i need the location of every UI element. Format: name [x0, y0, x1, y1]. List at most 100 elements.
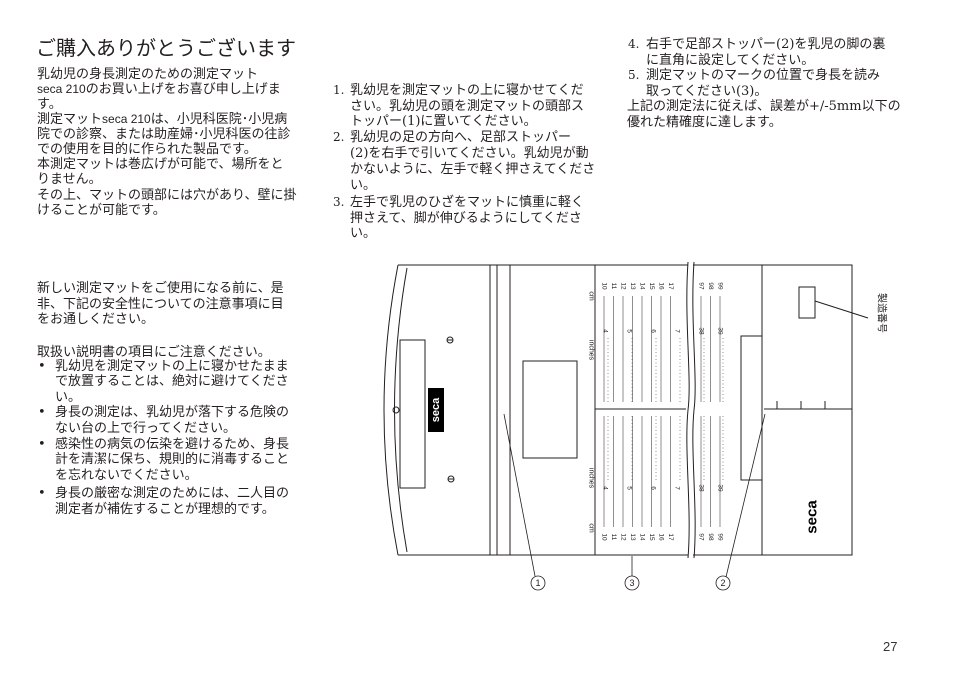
- cm-tick-label: 16: [658, 533, 665, 541]
- step-line: トッパー(1)に置いてください。: [350, 114, 537, 129]
- cm-tick-label: 15: [648, 533, 655, 541]
- intro-line: 院での診察、または助産婦･小児科医の往診: [37, 127, 291, 142]
- step-line: 押さえて、脚が伸びるようにしてくださ: [350, 211, 582, 226]
- cm-tick-label: 15: [648, 282, 655, 290]
- safety-bullet-line: 身長の測定は、乳幼児が落下する危険の: [55, 405, 290, 420]
- cm-tick-label: 17: [667, 282, 674, 290]
- mat-break-line: [692, 261, 696, 559]
- step-line: 測定マットのマークの位置で身長を読み: [646, 68, 881, 83]
- intro-text: 測定マット: [37, 112, 103, 127]
- intro-text: での使用を目的に作られた製品です。: [37, 142, 257, 157]
- foot-stopper: [740, 265, 869, 555]
- safety-bullet-line: い。: [55, 390, 82, 405]
- step-line: 取ってください(3)。: [646, 84, 768, 99]
- callout-number: 1: [535, 578, 540, 588]
- safety-bullet-line: 乳幼児を測定マットの上に寝かせたまま: [55, 359, 289, 374]
- inch-tick-label: 5: [626, 329, 633, 333]
- inch-tick-label: 6: [650, 486, 657, 490]
- cm-tick-label: 99: [717, 282, 724, 290]
- callout-circle: [530, 575, 546, 591]
- inch-tick-label: 7: [674, 486, 681, 490]
- safety-bullet-line: 計を清潔に保ち、規則的に消毒すること: [55, 452, 290, 467]
- intro-line: す。: [37, 97, 62, 112]
- cm-tick-label: 12: [620, 282, 627, 290]
- mat-window: [522, 360, 578, 459]
- inch-tick-label: 38: [698, 327, 705, 335]
- step-line: (2)を右手で引いてください。乳幼児が動: [350, 146, 589, 161]
- inch-tick-label: 39: [717, 484, 724, 492]
- head-stopper: [383, 264, 498, 556]
- intro-text: 本測定マットは巻広げが可能で、場所をと: [37, 157, 284, 172]
- step-line: い。: [350, 226, 377, 241]
- callout-leader-head-stopper: [503, 413, 536, 577]
- intro-line: けることが可能です。: [37, 203, 166, 218]
- cm-tick-label: 98: [707, 282, 714, 290]
- foot-stopper-handle: [740, 335, 763, 481]
- cm-tick-label: 11: [610, 283, 617, 290]
- safety-bullet-line: で放置することは、絶対に避けてくださ: [55, 374, 289, 389]
- intro-line: その上、マットの頭部には穴があり、壁に掛: [37, 188, 296, 203]
- intro-text: りません。: [37, 172, 102, 187]
- cm-tick-label: 16: [658, 282, 665, 290]
- inch-tick-label: 39: [717, 327, 724, 335]
- cm-tick-label: 10: [601, 282, 608, 290]
- inches-unit-label: inches: [588, 468, 595, 489]
- safety-bullet-line: 測定者が補佐することが理想的です。: [55, 502, 275, 517]
- cm-tick-label: 13: [629, 533, 636, 541]
- mat-break-line: [686, 261, 690, 559]
- cm-tick-label: 99: [717, 533, 724, 541]
- step-line: い。: [350, 178, 377, 193]
- intro-line: 測定マットseca 210は、小児科医院･小児病: [37, 112, 287, 127]
- cm-tick-label: 17: [667, 533, 674, 541]
- hanging-hole-icon: [392, 406, 400, 414]
- safety-intro-line: 新しい測定マットをご使用になる前に、是: [37, 281, 284, 296]
- product-name: seca 210: [37, 82, 86, 96]
- intro-line: 乳幼児の身長測定のための測定マット: [37, 67, 258, 82]
- cm-tick-label: 97: [698, 282, 705, 290]
- step-line: かないように、左手で軽く押さえてくださ: [350, 162, 596, 177]
- seca-logo-text: seca: [430, 397, 442, 422]
- cm-tick-label: 12: [620, 533, 627, 541]
- step-line: さい。乳幼児の頭を測定マットの頭部ス: [350, 99, 585, 114]
- safety-intro-line: 非、下記の安全性についての注意事項に目: [37, 297, 284, 312]
- cm-tick-label: 14: [639, 533, 646, 541]
- page-number: 27: [883, 639, 898, 654]
- step-number: 1.: [333, 83, 345, 97]
- seca-logo-head: seca: [428, 388, 444, 432]
- callout-number: 3: [629, 578, 634, 588]
- cm-tick-label: 98: [707, 533, 714, 541]
- intro-line: りません。: [37, 172, 102, 187]
- mat-outline: [398, 261, 853, 559]
- inch-tick-label: 7: [674, 329, 681, 333]
- inch-tick-label: 5: [626, 486, 633, 490]
- cm-tick-label: 14: [639, 282, 646, 290]
- head-stopper-outer-curve: [383, 264, 399, 556]
- accuracy-note-line: 上記の測定法に従えば、誤差が+/-5mm以下の: [627, 99, 901, 114]
- serial-number-leader: [814, 300, 869, 319]
- step-line: 左手で乳児のひざをマットに慎重に軽く: [350, 195, 585, 210]
- intro-text: のお買い上げをお喜び申し上げま: [85, 82, 281, 97]
- cm-unit-label: cm: [588, 523, 595, 533]
- intro-line: での使用を目的に作られた製品です。: [37, 142, 257, 157]
- step-number: 4.: [628, 37, 640, 51]
- callout-leader-foot-stopper: [725, 413, 766, 578]
- intro-text: す。: [37, 97, 62, 112]
- cm-tick-label: 97: [698, 533, 705, 541]
- inches-unit-label: inches: [588, 340, 595, 361]
- cm-tick-label: 13: [629, 282, 636, 290]
- seca-logo-background: [428, 388, 444, 432]
- inch-tick-label: 6: [650, 329, 657, 333]
- safety-notice: 取扱い説明書の項目にご注意ください。: [37, 345, 271, 360]
- step-line: 右手で足部ストッパー(2)を乳児の脚の裏: [646, 37, 886, 52]
- safety-bullet-line: 感染性の病気の伝染を避けるため、身長: [55, 437, 290, 452]
- inch-tick-label: 4: [602, 486, 609, 490]
- bullet-icon: •: [38, 437, 46, 452]
- inch-tick-label: 38: [698, 484, 705, 492]
- safety-bullet-line: ない台の上で行ってください。: [55, 421, 236, 436]
- serial-number-plate: [798, 286, 816, 319]
- callout-circle: [624, 575, 640, 591]
- product-name: seca 210: [102, 112, 151, 126]
- intro-line: seca 210のお買い上げをお喜び申し上げま: [37, 82, 281, 97]
- head-stopper-label-strip: [399, 339, 426, 489]
